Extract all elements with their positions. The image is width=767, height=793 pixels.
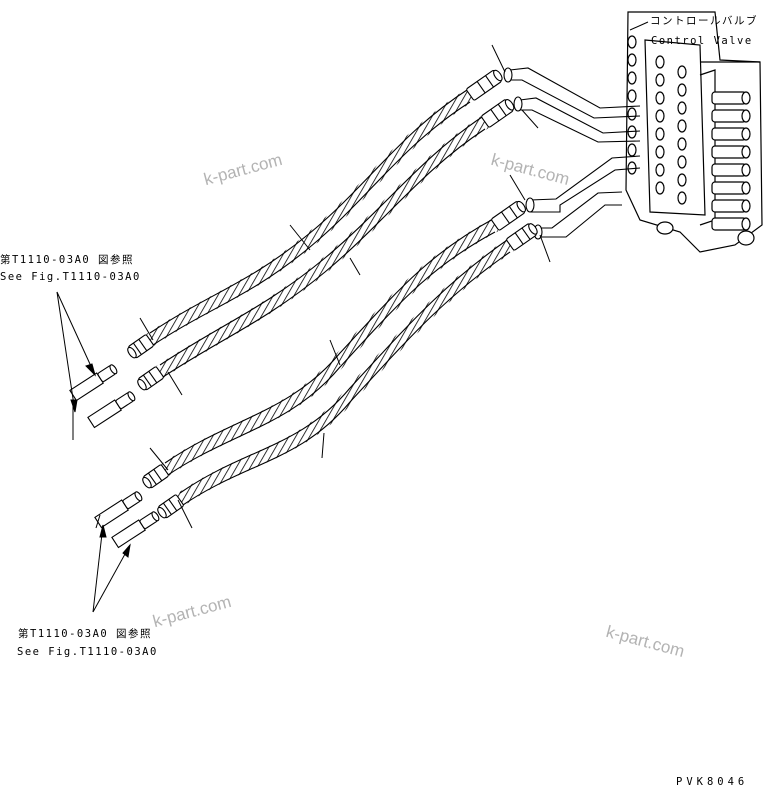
hoses (146, 87, 514, 508)
figure-code: PVK8046 (676, 776, 749, 788)
reference-top-label-jp: 第T1110-03A0 図参照 (0, 254, 135, 266)
hose-fittings (69, 69, 538, 549)
reference-bottom-label-jp: 第T1110-03A0 図参照 (18, 628, 153, 640)
leader-lines (139, 21, 649, 529)
control-valve-label-jp: コントロールバルブ (650, 15, 758, 27)
hose-2 (156, 116, 489, 378)
hose-1 (146, 89, 474, 346)
valve-ports (627, 35, 755, 246)
reference-bottom-label-en: See Fig.T1110-03A0 (17, 646, 158, 658)
hose-3 (161, 218, 499, 476)
pipes (509, 67, 641, 238)
reference-arrows (56, 291, 131, 613)
control-valve-label-en: Control Valve (651, 35, 753, 47)
control-valve (625, 11, 763, 253)
hose-4 (176, 239, 514, 506)
reference-top-label-en: See Fig.T1110-03A0 (0, 271, 141, 283)
